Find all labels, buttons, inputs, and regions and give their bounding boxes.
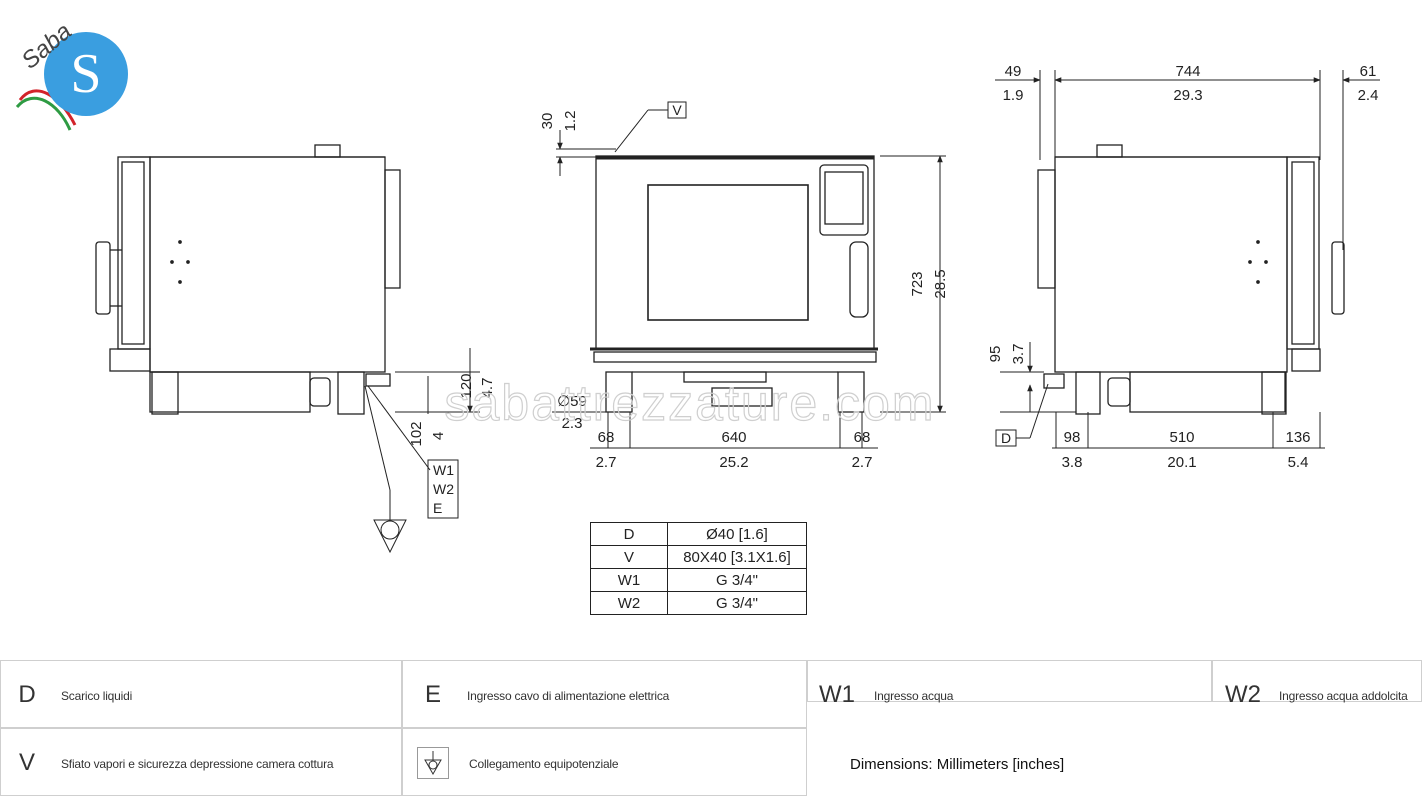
dim-drain-height-mm: 95 xyxy=(987,346,1004,363)
legend-code-w1: W1 xyxy=(819,681,855,708)
dim-front-right-mm: 68 xyxy=(854,429,871,446)
dim-right-top-right-in: 2.4 xyxy=(1358,87,1379,104)
dim-front-right-in: 2.7 xyxy=(852,454,873,471)
legend-cell-w2: W2 Ingresso acqua addolcita xyxy=(1212,660,1422,708)
watermark: sabattrezzature.com xyxy=(445,375,936,431)
logo-letter: S xyxy=(70,43,101,105)
dim-front-height-mm: 723 xyxy=(909,271,926,296)
dim-right-b1-in: 3.8 xyxy=(1062,454,1083,471)
callout-w2: W2 xyxy=(433,481,454,497)
legend-desc-v: Sfiato vapori e sicurezza depressione ca… xyxy=(61,757,334,771)
dim-left-drain-mm: 102 xyxy=(408,421,425,446)
dim-right-b3-in: 5.4 xyxy=(1288,454,1309,471)
legend-cell-d: D Scarico liquidi xyxy=(0,660,402,728)
dim-front-left-in: 2.7 xyxy=(596,454,617,471)
dim-right-top-left-mm: 49 xyxy=(1005,63,1022,80)
dim-right-b3-mm: 136 xyxy=(1285,429,1310,446)
legend-desc-d: Scarico liquidi xyxy=(61,689,133,703)
spec-value: G 3/4" xyxy=(667,568,807,592)
dim-vent-in: 1.2 xyxy=(562,111,579,132)
dim-right-top-right-mm: 61 xyxy=(1360,63,1377,80)
legend-desc-e: Ingresso cavo di alimentazione elettrica xyxy=(467,689,670,703)
legend: D Scarico liquidi E Ingresso cavo di ali… xyxy=(0,660,1422,800)
legend-cell-equipotential: Collegamento equipotenziale xyxy=(402,728,807,796)
spec-code: W1 xyxy=(590,568,668,592)
drain-code-label: D xyxy=(1001,430,1011,446)
legend-cell-v: V Sfiato vapori e sicurezza depressione … xyxy=(0,728,402,796)
right-side-view xyxy=(1037,144,1345,415)
front-view xyxy=(590,155,878,413)
spec-code: D xyxy=(590,522,668,546)
legend-code-d: D xyxy=(18,681,36,708)
dim-right-b2-mm: 510 xyxy=(1169,429,1194,446)
dim-left-drain-in: 4 xyxy=(430,432,447,440)
left-side-view xyxy=(95,144,401,415)
callout-e: E xyxy=(433,500,442,516)
dim-front-mid-in: 25.2 xyxy=(719,454,748,471)
legend-desc-w1: Ingresso acqua xyxy=(874,689,954,703)
dim-right-width-mm: 744 xyxy=(1175,63,1200,80)
spec-value: G 3/4" xyxy=(667,591,807,615)
dim-left-height-in: 4.7 xyxy=(479,378,496,399)
dim-foot-diameter-in: 2.3 xyxy=(562,415,583,432)
dim-left-height-mm: 120 xyxy=(458,373,475,398)
spec-value: Ø40 [1.6] xyxy=(667,522,807,546)
vent-code-label: V xyxy=(672,102,682,118)
dim-drain-height-in: 3.7 xyxy=(1010,344,1027,365)
dim-foot-diameter: ∅59 xyxy=(557,393,587,410)
dim-right-b2-in: 20.1 xyxy=(1167,454,1196,471)
saba-logo: S Saba xyxy=(15,18,128,131)
technical-drawing: S Saba 120 4.7 102 4 W1 W2 xyxy=(15,18,1380,554)
dim-right-b1-mm: 98 xyxy=(1064,429,1081,446)
dim-right-top-left-in: 1.9 xyxy=(1003,87,1024,104)
dim-front-left-mm: 68 xyxy=(598,429,615,446)
spec-code: W2 xyxy=(590,591,668,615)
legend-desc-equipotential: Collegamento equipotenziale xyxy=(469,757,619,771)
legend-desc-w2: Ingresso acqua addolcita xyxy=(1279,689,1408,703)
legend-cell-w1: W1 Ingresso acqua xyxy=(807,660,1212,708)
dim-front-height-in: 28.5 xyxy=(932,269,949,298)
legend-code-v: V xyxy=(18,749,35,776)
legend-cell-e: E Ingresso cavo di alimentazione elettri… xyxy=(402,660,807,728)
dim-front-mid-mm: 640 xyxy=(721,429,746,446)
legend-code-e: E xyxy=(424,681,441,708)
callout-w1: W1 xyxy=(433,462,454,478)
spec-code: V xyxy=(590,545,668,569)
spec-value: 80X40 [3.1X1.6] xyxy=(667,545,807,569)
dim-vent-mm: 30 xyxy=(539,113,556,130)
legend-code-w2: W2 xyxy=(1225,681,1261,708)
units-note: Dimensions: Millimeters [inches] xyxy=(850,756,1065,773)
dim-right-width-in: 29.3 xyxy=(1173,87,1202,104)
equipotential-icon xyxy=(417,747,449,779)
